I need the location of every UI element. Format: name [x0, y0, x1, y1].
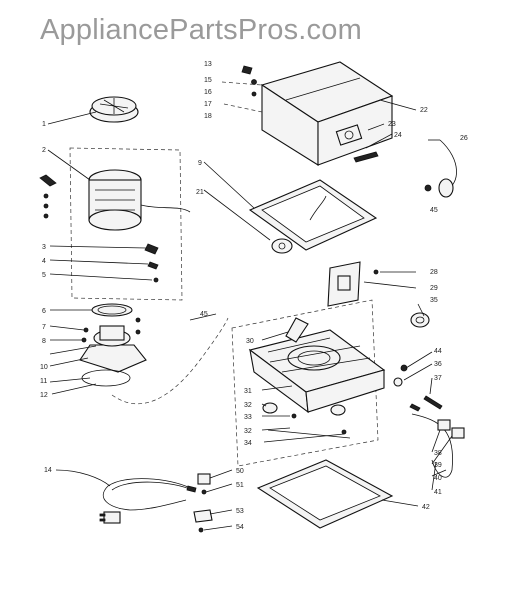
callout-35: 35 [430, 297, 438, 304]
callout-3: 3 [42, 244, 46, 251]
callout-23: 23 [388, 121, 396, 128]
base-housing [231, 299, 386, 467]
callout-41: 41 [434, 489, 442, 496]
callout-5: 5 [42, 272, 46, 279]
callout-26: 26 [460, 135, 468, 142]
callout-32: 32 [244, 402, 252, 409]
cover-lid [221, 61, 457, 198]
callout-37: 37 [434, 375, 442, 382]
callout-12: 12 [40, 392, 48, 399]
callout-1: 1 [42, 121, 46, 128]
callout-9: 9 [198, 160, 202, 167]
callout-4: 4 [42, 258, 46, 265]
callout-29: 29 [430, 285, 438, 292]
power-cord [99, 478, 197, 524]
mount-assembly [79, 303, 229, 405]
callout-36: 36 [434, 361, 442, 368]
callout-8: 8 [42, 338, 46, 345]
leader-lines [47, 99, 453, 531]
callout-51: 51 [236, 482, 244, 489]
callout-44: 44 [434, 348, 442, 355]
callout-38: 38 [434, 450, 442, 457]
callout-39: 39 [434, 462, 442, 469]
callout-28: 28 [430, 269, 438, 276]
callout-53: 53 [236, 508, 244, 515]
callout-10: 10 [40, 364, 48, 371]
callout-14: 14 [44, 467, 52, 474]
callout-11: 11 [40, 378, 47, 385]
callout-22: 22 [420, 107, 428, 114]
callout-6: 6 [42, 308, 46, 315]
bottom-plate [256, 459, 394, 529]
callout-45a: 45 [430, 207, 438, 214]
callout-7: 7 [42, 324, 46, 331]
callout-17: 17 [204, 101, 212, 108]
callout-31: 31 [244, 388, 252, 395]
callout-18: 18 [204, 113, 212, 120]
motor-assembly [39, 96, 191, 301]
control-bracket [327, 261, 430, 328]
callout-33: 33 [244, 414, 252, 421]
callout-50: 50 [236, 468, 244, 475]
callout-2: 2 [42, 147, 46, 154]
switch-parts [393, 364, 465, 478]
callout-15: 15 [204, 77, 212, 84]
strain-relief-parts [193, 473, 213, 533]
callout-34: 34 [244, 440, 252, 447]
callout-32b: 32 [244, 428, 252, 435]
watermark-logo: AppliancePartsPros.com [40, 14, 362, 46]
callout-45b: 45 [200, 311, 208, 318]
callout-13: 13 [204, 61, 212, 68]
callout-24: 24 [394, 132, 402, 139]
callout-21: 21 [196, 189, 204, 196]
callout-labels: 1 2 3 4 5 6 7 8 9 10 11 12 13 14 15 16 1… [40, 61, 468, 531]
callout-30: 30 [246, 338, 254, 345]
filter-frame [248, 179, 378, 254]
callout-42: 42 [422, 504, 430, 511]
callout-16: 16 [204, 89, 212, 96]
callout-40: 40 [434, 475, 442, 482]
callout-54: 54 [236, 524, 244, 531]
